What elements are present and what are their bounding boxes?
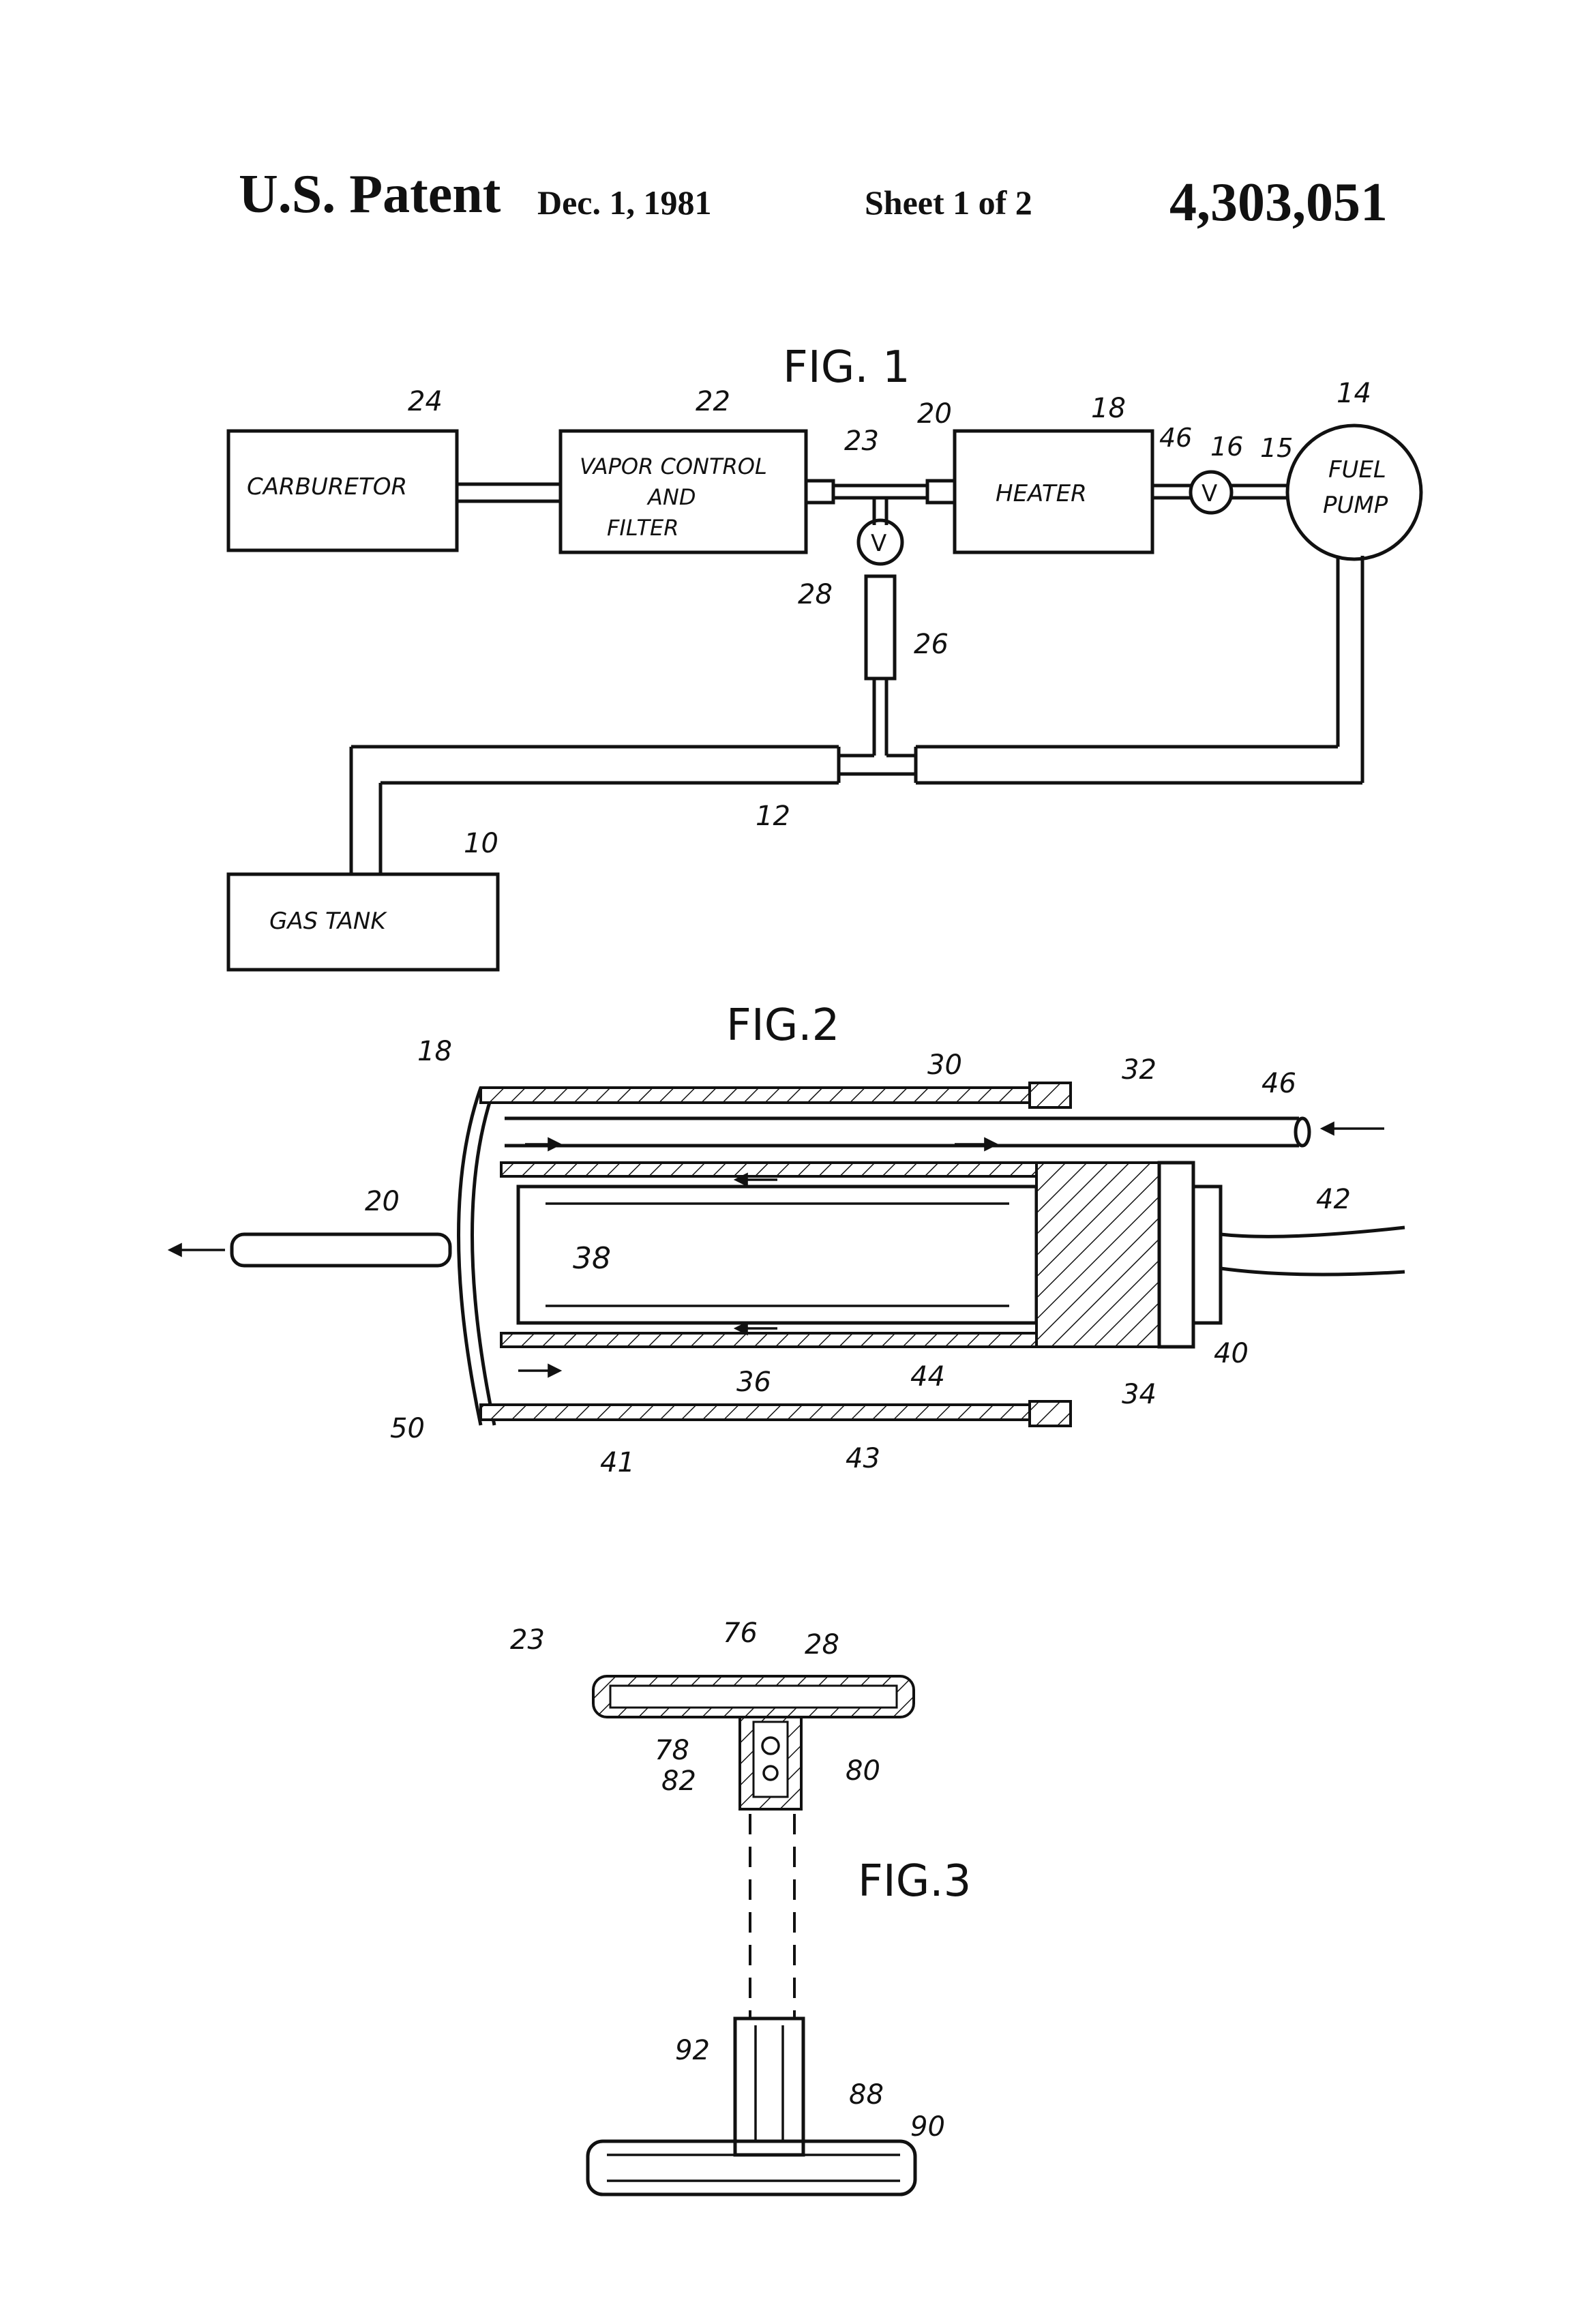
ref-40: 40 [1214, 1338, 1249, 1369]
carburetor-label: CARBURETOR [247, 473, 407, 501]
fuel-pump-line1: FUEL [1328, 456, 1386, 483]
ref-88: 88 [849, 2079, 884, 2111]
fitting-32 [1030, 1083, 1071, 1107]
gas-tank-label: GAS TANK [269, 908, 387, 935]
ref-76: 76 [723, 1618, 758, 1649]
ref-34: 34 [1122, 1379, 1156, 1410]
line-26 [866, 576, 895, 679]
end-cap-50 [459, 1088, 481, 1425]
ref-30: 30 [927, 1049, 962, 1081]
figure-3: FIG.3 23 76 28 78 80 82 92 88 90 [510, 1618, 971, 2194]
fuel-pump-line2: PUMP [1323, 492, 1388, 519]
ref-80: 80 [846, 1755, 880, 1787]
wire-42 [1221, 1227, 1405, 1236]
ref-26: 26 [914, 629, 949, 660]
ref-23: 23 [844, 426, 879, 457]
ref-18: 18 [1091, 393, 1126, 424]
ref-90: 90 [910, 2111, 945, 2143]
ref-44: 44 [910, 1361, 945, 1392]
ref-28: 28 [798, 579, 833, 610]
ref-43: 43 [846, 1443, 880, 1474]
figure-2: FIG.2 38 [170, 1000, 1405, 1478]
vapor-control-line3: FILTER [607, 515, 679, 541]
ref-10: 10 [464, 828, 498, 859]
ref-14: 14 [1337, 378, 1371, 409]
figure-1: FIG. 1 CARBURETOR 24 VAPOR CONTROL AND F… [228, 342, 1421, 970]
ref-46-fig2: 46 [1262, 1068, 1296, 1099]
ref-20-fig2: 20 [365, 1186, 400, 1217]
ref-78: 78 [655, 1735, 689, 1766]
valve-16-label: V [1202, 480, 1217, 507]
fig1-title: FIG. 1 [783, 342, 910, 393]
ref-12: 12 [756, 801, 790, 832]
ref-32: 32 [1122, 1054, 1156, 1086]
outlet-tube-20 [232, 1234, 450, 1266]
ref-46: 46 [1159, 423, 1192, 453]
ref-92: 92 [675, 2035, 710, 2066]
fig2-title: FIG.2 [726, 1000, 839, 1051]
ref-22: 22 [696, 386, 730, 417]
vapor-control-line2: AND [646, 484, 696, 510]
ref-16: 16 [1210, 432, 1243, 462]
ref-42: 42 [1316, 1184, 1351, 1215]
inner-tube-36 [501, 1163, 1081, 1176]
ref-36: 36 [736, 1367, 771, 1398]
element-38-label: 38 [573, 1241, 611, 1276]
outer-shell-bottom [481, 1405, 1067, 1420]
ref-20: 20 [917, 398, 952, 430]
ref-15: 15 [1260, 433, 1293, 463]
ref-28-fig3: 28 [805, 1629, 839, 1660]
outer-shell-30 [481, 1088, 1067, 1103]
ref-41: 41 [600, 1447, 635, 1478]
fig3-title: FIG.3 [858, 1856, 971, 1907]
valve-28-label: V [871, 530, 886, 557]
ref-24: 24 [408, 386, 443, 417]
fitting-34 [1030, 1401, 1071, 1426]
ref-50: 50 [390, 1413, 425, 1444]
threaded-plug-40 [1036, 1163, 1159, 1347]
lower-tee-body-90 [588, 2141, 915, 2194]
lower-tee-stem-88 [735, 2018, 803, 2155]
vapor-control-line1: VAPOR CONTROL [580, 453, 767, 479]
ref-82: 82 [661, 1766, 696, 1797]
heater-label: HEATER [996, 480, 1087, 507]
ref-23-fig3: 23 [510, 1624, 545, 1656]
ref-18-fig2: 18 [417, 1036, 452, 1067]
